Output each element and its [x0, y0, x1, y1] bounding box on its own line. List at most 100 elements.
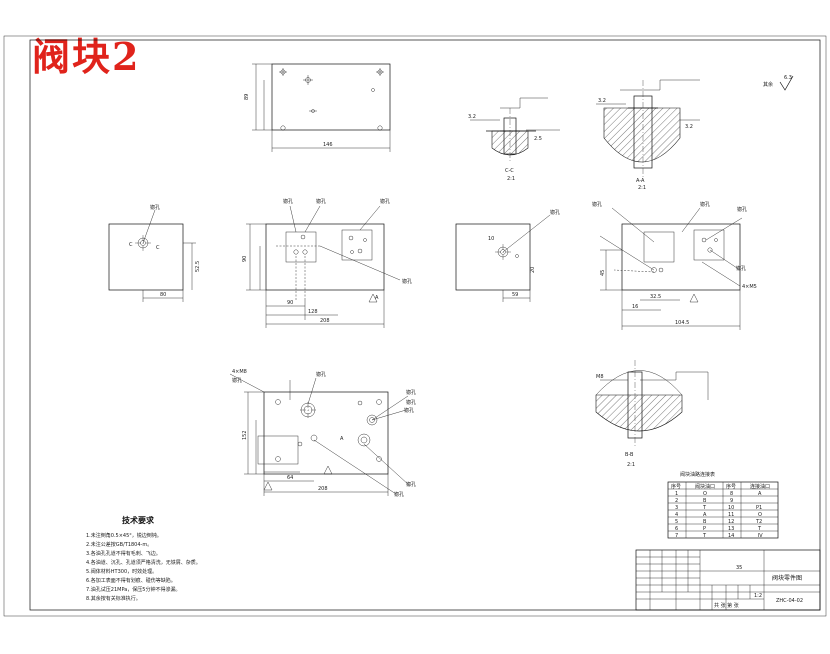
right-view: 锪孔锪孔 锪孔锪孔 4×M5 45 104.5 16 32.5: [592, 201, 757, 330]
left-view-width-dim: 80: [160, 292, 166, 298]
side-view: 锪孔 10 59 20: [455, 209, 560, 302]
svg-text:1: 1: [675, 491, 678, 497]
svg-text:3.2: 3.2: [598, 98, 606, 104]
svg-text:2:1: 2:1: [507, 176, 515, 182]
svg-text:C: C: [156, 245, 160, 251]
svg-text:B: B: [703, 519, 707, 525]
svg-text:7: 7: [675, 533, 678, 539]
svg-text:P1: P1: [756, 505, 762, 511]
section-c-c: 3.2 2.5 C-C 2:1: [468, 97, 560, 182]
tech-requirement-item: 6.各加工表面不得有划痕、碰伤等缺陷。: [86, 577, 176, 584]
svg-text:16: 16: [632, 304, 638, 310]
svg-text:其余: 其余: [763, 81, 773, 88]
svg-text:10: 10: [728, 505, 734, 511]
svg-text:P: P: [703, 526, 706, 532]
left-view-height-dim: 52.5: [195, 261, 201, 272]
bottom-view-width-dim: 208: [318, 486, 328, 492]
svg-text:序号: 序号: [671, 483, 681, 490]
port-table-row: 2 B 9: [675, 498, 733, 504]
svg-text:锪孔: 锪孔: [316, 198, 326, 205]
top-view: 89 146: [244, 63, 391, 152]
svg-text:45: 45: [600, 270, 606, 276]
sheet-inner-border: [29, 39, 821, 611]
svg-text:锪孔: 锪孔: [150, 204, 160, 211]
svg-text:A: A: [340, 436, 344, 442]
bottom-view-height-dim: 152: [242, 430, 248, 440]
tech-requirement-item: 3.各油孔孔道不得有毛刺、飞边。: [86, 550, 161, 557]
svg-text:锪孔: 锪孔: [737, 206, 747, 213]
svg-text:A-A: A-A: [636, 178, 645, 184]
svg-text:B-B: B-B: [625, 452, 634, 458]
svg-text:序号: 序号: [726, 483, 736, 490]
svg-text:B: B: [703, 498, 707, 504]
svg-text:3.2: 3.2: [685, 124, 693, 130]
tech-requirement-item: 7.油孔试压21MPa，保压5分钟不得渗漏。: [86, 586, 180, 593]
svg-text:12: 12: [728, 519, 734, 525]
svg-text:2:1: 2:1: [627, 462, 635, 468]
tech-requirement-item: 8.其余按有关标准执行。: [86, 595, 141, 602]
tech-requirement-item: 4.各油道、沉孔、孔道须严格清洗，无铁屑、杂质。: [86, 559, 201, 566]
tech-requirements-title: 技术要求: [122, 515, 155, 525]
svg-text:90: 90: [242, 256, 248, 262]
svg-text:6.3: 6.3: [784, 75, 792, 81]
svg-text:T2: T2: [755, 519, 762, 525]
svg-text:6: 6: [675, 526, 678, 532]
svg-text:锪孔: 锪孔: [283, 198, 293, 205]
svg-text:M8: M8: [596, 374, 604, 380]
port-table-row: 3 T 10 P1: [675, 505, 762, 511]
svg-text:T: T: [702, 505, 707, 511]
svg-text:A: A: [758, 491, 762, 497]
svg-text:锪孔: 锪孔: [316, 371, 326, 378]
svg-text:锪孔: 锪孔: [402, 278, 412, 285]
svg-text:T: T: [757, 526, 762, 532]
svg-text:10: 10: [488, 236, 494, 242]
port-table-title: 阀块油路连接表: [680, 471, 715, 478]
technical-requirements: 技术要求 1.未注倒角0.5×45°，锐边倒钝。 2.未注公差按GB/T1804…: [86, 515, 201, 602]
svg-text:3.2: 3.2: [468, 114, 476, 120]
svg-text:C: C: [129, 242, 133, 248]
bottom-view-sub-dim: 64: [287, 475, 293, 481]
title-block-material: 35: [736, 565, 742, 571]
title-block-part-name: 阀块零件图: [772, 574, 802, 582]
svg-text:5: 5: [675, 519, 678, 525]
section-a-a: 3.2 3.2 A-A 2:1: [596, 79, 700, 191]
front-view-sub-dim: 90: [287, 300, 293, 306]
port-table-row: 1 O 8 A: [675, 491, 762, 497]
svg-text:O: O: [703, 491, 707, 497]
tech-requirement-item: 2.未注公差按GB/T1804-m。: [86, 541, 152, 548]
svg-text:阀块油口: 阀块油口: [695, 483, 715, 490]
svg-text:2:1: 2:1: [638, 185, 646, 191]
title-block-drawing-no: ZHC-04-02: [776, 598, 803, 604]
front-view-depth-dim: 128: [308, 309, 318, 315]
svg-text:13: 13: [728, 526, 734, 532]
sheet-outer-border: [3, 35, 827, 617]
svg-text:4×M5: 4×M5: [742, 284, 757, 290]
left-view: 锪孔 C C 80 52.5: [108, 204, 201, 302]
svg-text:锪孔: 锪孔: [406, 399, 416, 406]
front-view-width-dim: 208: [320, 318, 330, 324]
svg-text:11: 11: [728, 512, 734, 518]
general-roughness-note: 其余 6.3: [763, 75, 794, 91]
svg-text:锪孔: 锪孔: [232, 377, 242, 384]
svg-text:2: 2: [675, 498, 678, 504]
port-table-row: 4 A 11 O: [675, 512, 762, 518]
svg-text:32.5: 32.5: [650, 294, 661, 300]
port-table-header: 序号 阀块油口 序号 连接油口: [671, 483, 770, 490]
svg-text:20: 20: [530, 267, 536, 273]
side-view-width-dim: 59: [512, 292, 518, 298]
port-table-row: 7 T 14 Ⅳ: [675, 533, 763, 539]
port-table-row: 6 P 13 T: [675, 526, 762, 532]
svg-text:锪孔: 锪孔: [592, 201, 602, 208]
right-view-width-dim: 104.5: [675, 320, 689, 326]
svg-text:Ⅳ: Ⅳ: [758, 533, 763, 539]
svg-text:4: 4: [675, 512, 678, 518]
tech-requirement-item: 5.阀体材料HT300，时效处理。: [86, 568, 157, 575]
svg-text:C-C: C-C: [505, 168, 514, 174]
svg-text:连接油口: 连接油口: [750, 483, 770, 490]
svg-text:3: 3: [675, 505, 678, 511]
title-block-scale: 1:2: [754, 593, 762, 599]
tech-requirement-item: 1.未注倒角0.5×45°，锐边倒钝。: [86, 532, 162, 539]
svg-text:T: T: [702, 533, 707, 539]
